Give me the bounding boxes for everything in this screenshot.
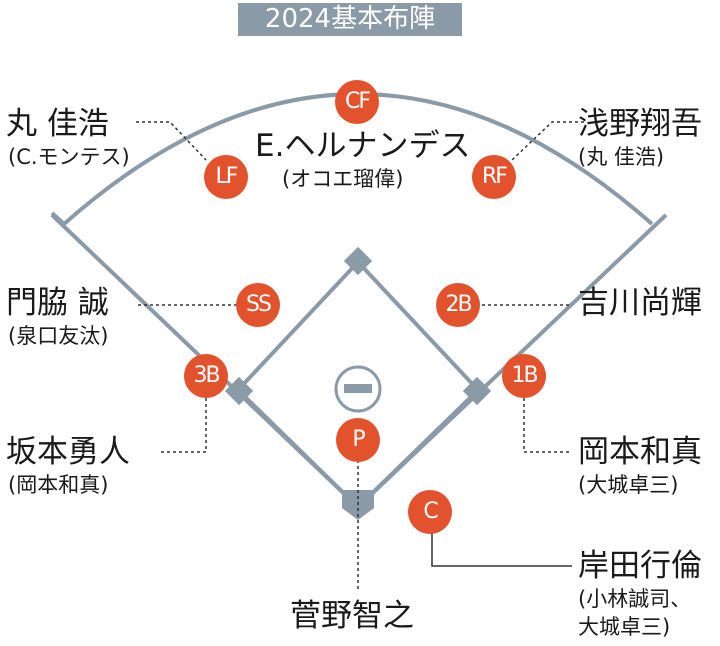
left-line-cap xyxy=(50,211,66,226)
leader-c xyxy=(431,532,572,567)
diagram-title: 2024基本布陣 xyxy=(238,3,462,36)
leader-rf xyxy=(511,121,584,161)
player-rf-sub: (丸 佳浩) xyxy=(578,145,665,169)
leader-1b xyxy=(523,398,572,453)
player-lf-sub: (C.モンテス) xyxy=(8,145,130,169)
player-ss-name: 門脇 誠 xyxy=(6,285,109,321)
marker-rf: RF xyxy=(472,155,516,199)
player-p-name: 菅野智之 xyxy=(290,598,414,634)
marker-2b: 2B xyxy=(436,283,480,327)
marker-1b: 1B xyxy=(502,354,546,398)
player-c-sub1: (小林誠司、 xyxy=(578,587,692,611)
player-lf-name: 丸 佳浩 xyxy=(6,106,109,142)
player-c-name: 岸田行倫 xyxy=(578,548,702,584)
player-cf-sub: (オコエ瑠偉) xyxy=(282,167,404,191)
leader-lf xyxy=(136,121,207,161)
marker-c: C xyxy=(408,490,452,534)
pitchers-rubber xyxy=(344,384,372,393)
first-base xyxy=(462,376,492,406)
player-cf-name: E.ヘルナンデス xyxy=(255,128,471,164)
marker-lf: LF xyxy=(204,155,248,199)
player-1b-name: 岡本和真 xyxy=(578,434,702,470)
player-1b-sub: (大城卓三) xyxy=(578,473,679,497)
leader-3b xyxy=(160,398,207,453)
marker-p: P xyxy=(336,418,380,462)
player-3b-name: 坂本勇人 xyxy=(6,434,130,470)
marker-3b: 3B xyxy=(184,354,228,398)
player-rf-name: 浅野翔吾 xyxy=(578,106,702,142)
player-2b-name: 吉川尚輝 xyxy=(578,285,702,321)
player-c-sub2: 大城卓三) xyxy=(578,615,671,639)
player-3b-sub: (岡本和真) xyxy=(8,473,109,497)
player-ss-sub: (泉口友汰) xyxy=(8,324,109,348)
marker-cf: CF xyxy=(335,80,379,124)
marker-ss: SS xyxy=(236,283,280,327)
